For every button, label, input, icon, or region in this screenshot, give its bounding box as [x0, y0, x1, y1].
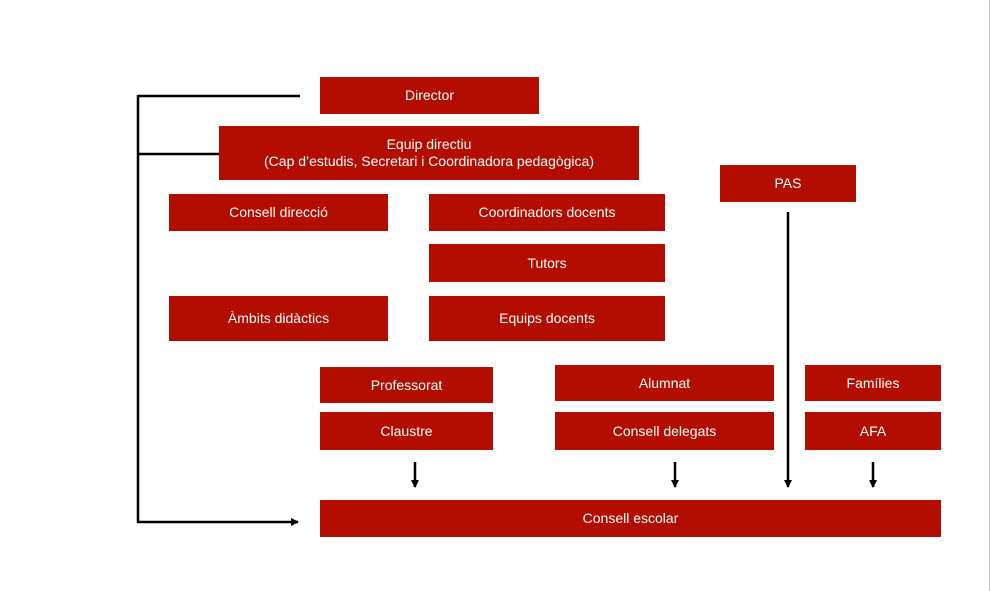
- node-equip-directiu-subtitle: (Cap d’estudis, Secretari i Coordinadora…: [264, 153, 594, 169]
- node-director: Director: [320, 77, 539, 114]
- node-equip-directiu: Equip directiu (Cap d’estudis, Secretari…: [219, 126, 639, 180]
- node-claustre-label: Claustre: [380, 422, 433, 439]
- node-coordinadors-docents-label: Coordinadors docents: [478, 204, 616, 220]
- node-consell-delegats: Consell delegats: [555, 412, 774, 450]
- node-afa-label: AFA: [859, 422, 887, 439]
- node-consell-escolar-label: Consell escolar: [582, 510, 679, 526]
- node-equips-docents-label: Equips docents: [499, 310, 595, 326]
- node-tutors: Tutors: [429, 244, 665, 282]
- node-alumnat: Alumnat: [555, 365, 774, 401]
- node-director-label: Director: [404, 87, 454, 103]
- node-professorat: Professorat: [320, 367, 493, 403]
- node-families-label: Famílies: [846, 374, 900, 391]
- node-alumnat-label: Alumnat: [638, 374, 691, 391]
- node-consell-direccio: Consell direcció: [169, 194, 388, 231]
- node-families: Famílies: [805, 365, 941, 401]
- node-pas: PAS: [720, 165, 856, 202]
- node-consell-delegats-label: Consell delegats: [612, 422, 717, 439]
- node-claustre: Claustre: [320, 412, 493, 450]
- node-ambits-didactics-label: Àmbits didàctics: [227, 310, 330, 326]
- node-afa: AFA: [805, 412, 941, 450]
- node-equips-docents: Equips docents: [429, 296, 665, 341]
- node-pas-label: PAS: [774, 175, 802, 191]
- node-professorat-label: Professorat: [370, 376, 443, 393]
- node-tutors-label: Tutors: [527, 254, 567, 271]
- node-consell-direccio-label: Consell direcció: [229, 204, 328, 220]
- node-equip-directiu-title: Equip directiu: [386, 136, 472, 152]
- node-consell-escolar: Consell escolar: [320, 500, 941, 537]
- node-coordinadors-docents: Coordinadors docents: [429, 194, 665, 231]
- node-ambits-didactics: Àmbits didàctics: [169, 296, 388, 341]
